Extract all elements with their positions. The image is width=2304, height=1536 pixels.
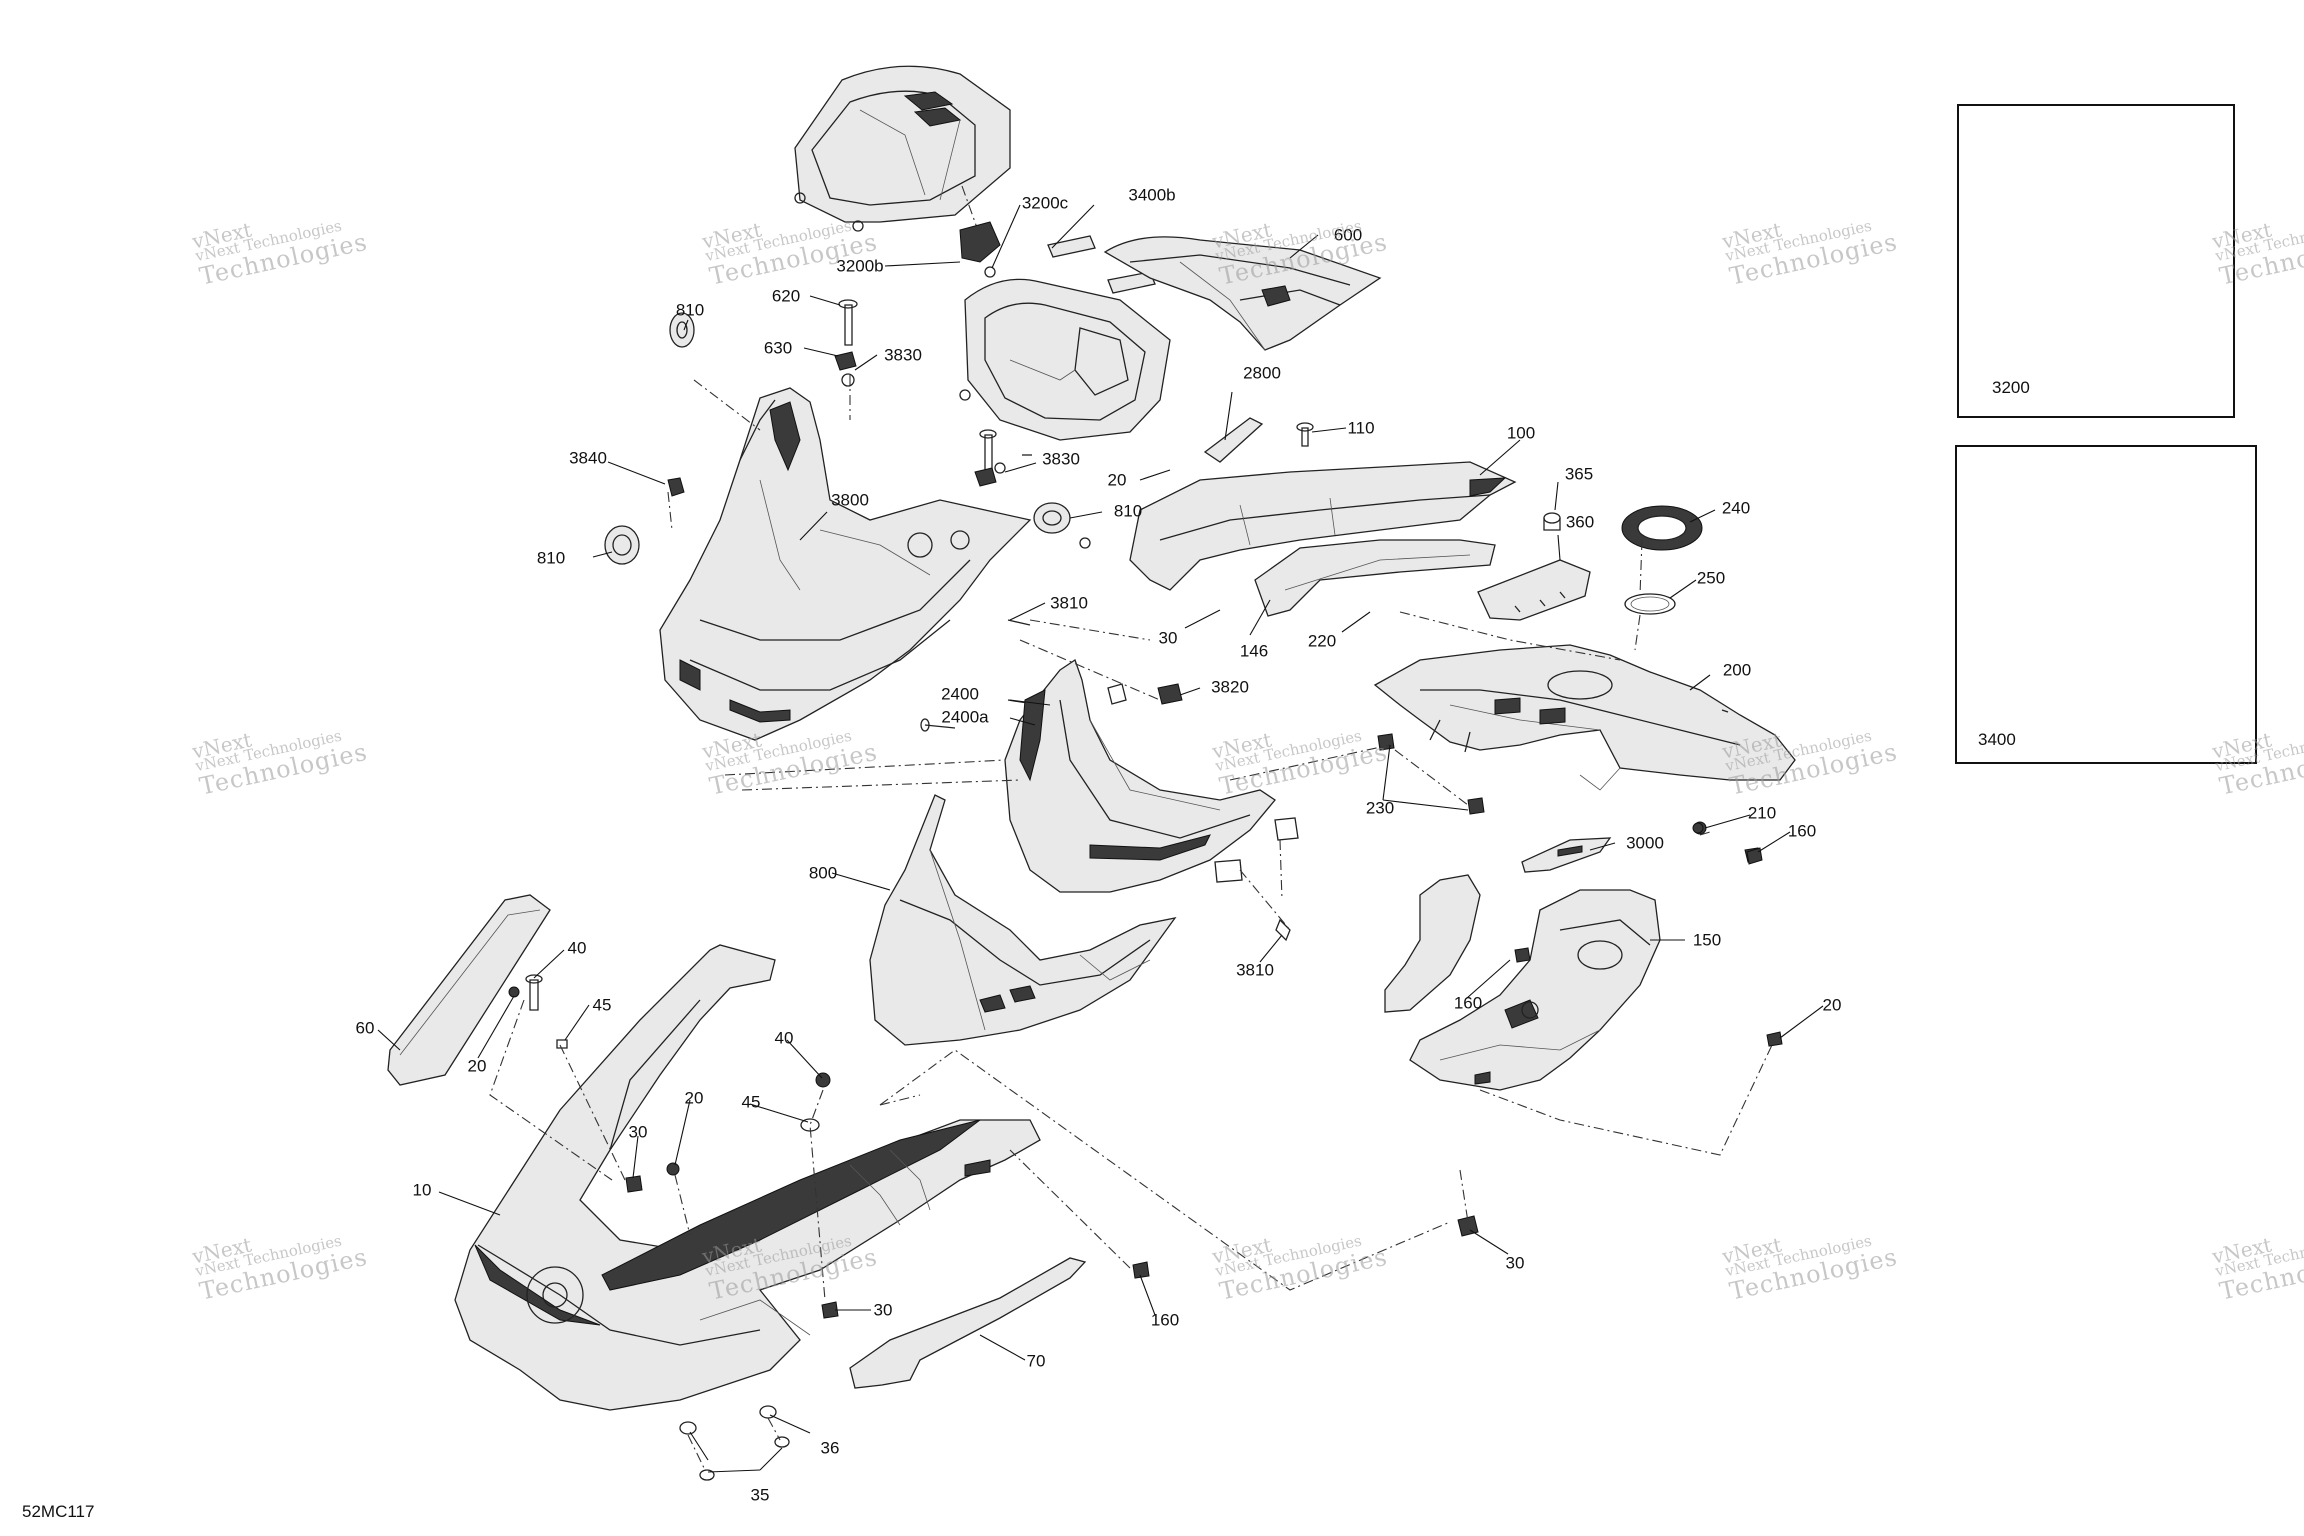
clip-3820-part: [1107, 683, 1299, 841]
callout-150: 150: [1692, 930, 1722, 950]
pad-60-part: [387, 894, 551, 1086]
callout-30-hood: 30: [628, 1122, 648, 1142]
callout-250: 250: [1696, 568, 1726, 588]
hood-fasteners-part: [508, 709, 1783, 1481]
inset-3400-frame: [1955, 445, 2257, 764]
callout-60: 60: [355, 1018, 375, 1038]
callout-10: 10: [412, 1180, 432, 1200]
fascia-800-part: [869, 794, 1291, 1046]
callout-160-low: 160: [1150, 1310, 1180, 1330]
callout-70: 70: [1026, 1351, 1046, 1371]
callout-2400: 2400: [941, 684, 979, 704]
inset-3200-label: 3200: [1992, 378, 2030, 397]
screw-110-part: [1296, 422, 1314, 447]
callout-20-mid: 20: [684, 1088, 704, 1108]
grommets-810-part: [604, 312, 1071, 565]
callout-3810-mid: 3810: [1050, 593, 1088, 613]
callout-36: 36: [820, 1438, 840, 1458]
callout-3830-mid: 3830: [1042, 449, 1080, 469]
callout-40-mid: 40: [774, 1028, 794, 1048]
callout-100: 100: [1506, 423, 1536, 443]
callout-3200b: 3200b: [836, 256, 884, 276]
callout-3810-low: 3810: [1236, 960, 1274, 980]
callout-110: 110: [1347, 418, 1375, 438]
callout-35: 35: [750, 1485, 770, 1505]
inset-3400-label: 3400: [1978, 730, 2016, 749]
fasteners-part: [667, 299, 1091, 732]
pads-3400b-part: [1047, 235, 1156, 294]
callout-810-top: 810: [675, 300, 705, 320]
hood-10-part: [454, 944, 1041, 1411]
side-panel-100-part: [1129, 461, 1517, 591]
inset-3200-frame: [1957, 104, 2235, 418]
callout-45-mid: 45: [741, 1092, 761, 1112]
callout-3000: 3000: [1626, 833, 1664, 853]
callout-620: 620: [771, 286, 801, 306]
callout-3800: 3800: [831, 490, 869, 510]
shell-600-part: [1103, 236, 1382, 351]
callout-20-top: 20: [1107, 470, 1127, 490]
callout-40-left: 40: [567, 938, 587, 958]
callout-146: 146: [1239, 641, 1269, 661]
callout-2800: 2800: [1243, 363, 1281, 383]
callout-230: 230: [1365, 798, 1395, 818]
callout-360: 360: [1565, 512, 1595, 532]
diagram-code: 52MC117: [22, 1502, 95, 1521]
callout-3200c: 3200c: [1021, 193, 1069, 213]
callout-2400a: 2400a: [941, 707, 989, 727]
fascia-3800-part: [659, 387, 1032, 741]
frame-200-part: [1373, 644, 1796, 791]
assembly-lines: [489, 375, 1773, 1471]
callout-30-bottom-right: 30: [1505, 1253, 1525, 1273]
housing-2400-part: [1004, 658, 1276, 893]
deflector-3000-part: [1521, 837, 1612, 873]
clip-3200b-part: [959, 221, 1001, 278]
callout-810-right: 810: [1113, 501, 1143, 521]
callout-3840: 3840: [569, 448, 607, 468]
callout-30-mid: 30: [1158, 628, 1178, 648]
callout-240: 240: [1721, 498, 1751, 518]
strip-70-part: [849, 1257, 1087, 1389]
callout-220: 220: [1307, 631, 1337, 651]
callout-810-left: 810: [536, 548, 566, 568]
trim-146-part: [1254, 539, 1496, 617]
callout-30-low: 30: [873, 1300, 893, 1320]
callout-3820: 3820: [1211, 677, 1249, 697]
ring-240-part: [1621, 505, 1703, 615]
panel-150-part: [1384, 874, 1661, 1091]
callout-45-left: 45: [592, 995, 612, 1015]
callout-200: 200: [1722, 660, 1752, 680]
callout-365: 365: [1564, 464, 1594, 484]
storage-bin-part: [959, 278, 1171, 441]
callout-160-right: 160: [1787, 821, 1817, 841]
callout-160-mid: 160: [1453, 993, 1483, 1013]
callout-20-left: 20: [467, 1056, 487, 1076]
callout-3400b: 3400b: [1128, 185, 1176, 205]
callout-800: 800: [808, 863, 838, 883]
callout-600: 600: [1333, 225, 1363, 245]
clip-2800-part: [1203, 417, 1264, 463]
leader-lines: [377, 204, 1824, 1473]
callout-3830-top: 3830: [884, 345, 922, 365]
callout-20-right: 20: [1822, 995, 1842, 1015]
callout-210: 210: [1747, 803, 1777, 823]
cover-3200-part: [794, 65, 1011, 232]
callout-630: 630: [763, 338, 793, 358]
